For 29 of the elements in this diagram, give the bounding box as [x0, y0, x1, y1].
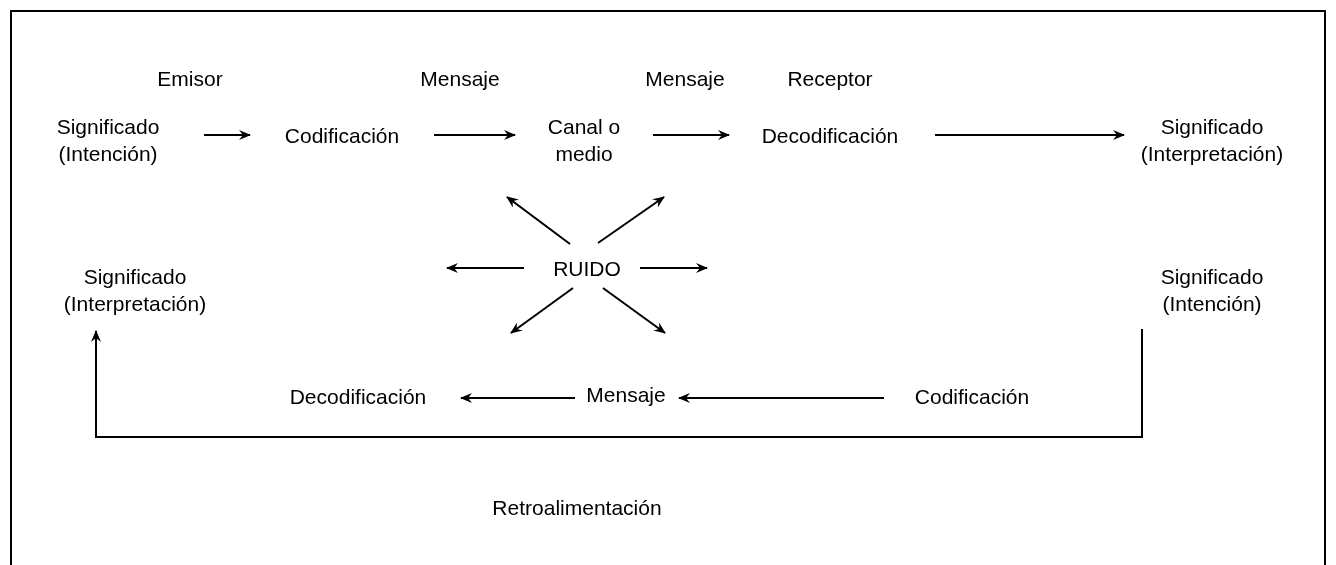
node-label: Canal o medio — [521, 113, 647, 167]
arrow — [91, 328, 1143, 438]
caption-text: Mensaje — [420, 65, 500, 92]
node-label: Decodificación — [735, 121, 925, 149]
arrow — [506, 196, 571, 245]
arrow — [652, 130, 730, 140]
arrow — [446, 263, 525, 273]
arrow — [678, 393, 885, 403]
node-label: Significado (Interpretación) — [35, 263, 235, 317]
node-label: Codificación — [256, 121, 428, 149]
node-label: Significado (Interpretación) — [1134, 113, 1290, 167]
arrow — [602, 287, 666, 334]
arrow — [934, 130, 1125, 140]
arrow — [639, 263, 708, 273]
arrow — [597, 196, 665, 244]
arrow — [203, 130, 251, 140]
node-label: Decodificación — [263, 382, 453, 410]
node-label: Significado (Intención) — [1137, 263, 1287, 317]
node-label: Significado (Intención) — [18, 113, 198, 167]
caption-text: Emisor — [157, 65, 223, 92]
caption-text: Retroalimentación — [492, 494, 662, 521]
arrow — [460, 393, 576, 403]
node-label: Codificación — [894, 382, 1050, 410]
node-label: Mensaje — [583, 380, 669, 408]
caption-text: Mensaje — [645, 65, 725, 92]
node-label: RUIDO — [542, 254, 632, 282]
caption-text: Receptor — [787, 65, 873, 92]
arrow — [510, 287, 574, 334]
arrow — [433, 130, 516, 140]
